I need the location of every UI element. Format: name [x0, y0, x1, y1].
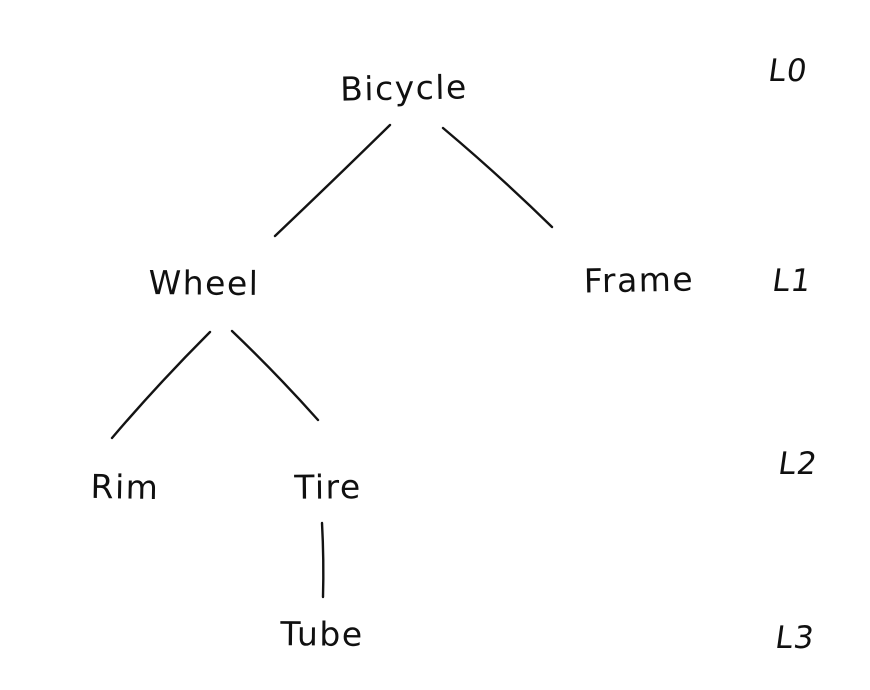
level-label-l3: L3 [772, 620, 818, 656]
node-rim: Rim [90, 466, 160, 508]
level-label-l2: L2 [775, 446, 821, 482]
edge-bicycle-frame [441, 126, 554, 229]
edge-wheel-rim [110, 330, 212, 440]
level-label-l1: L1 [769, 263, 815, 299]
node-frame: Frame [583, 259, 695, 301]
level-label-l0: L0 [765, 53, 811, 89]
node-tire: Tire [294, 467, 362, 507]
edge-wheel-tire [230, 329, 320, 422]
node-bicycle: Bicycle [339, 67, 469, 109]
node-tube: Tube [280, 614, 364, 654]
node-wheel: Wheel [148, 263, 260, 303]
edge-tire-tube [320, 521, 325, 599]
edge-bicycle-wheel [273, 123, 392, 238]
